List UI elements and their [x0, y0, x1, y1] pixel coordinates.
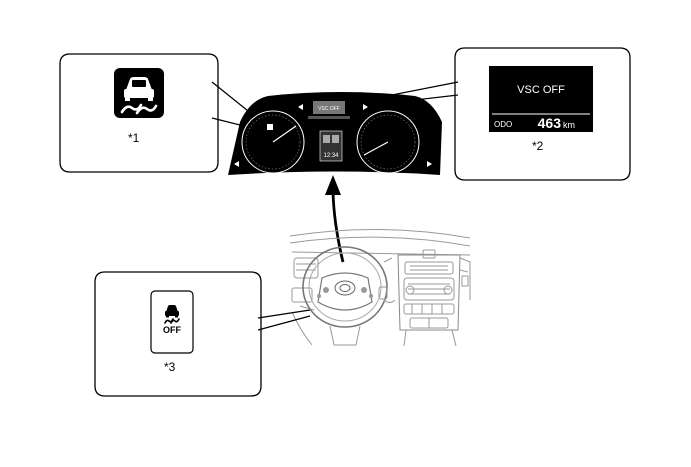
callout-3-label: *3	[164, 360, 176, 374]
callout-2-label: *2	[532, 139, 544, 153]
direction-arrow	[325, 175, 345, 263]
slip-indicator-icon	[114, 68, 164, 118]
vsc-off-switch-label: OFF	[163, 325, 181, 335]
cluster-mini-display: VSC OFF	[318, 106, 340, 112]
dashboard-drawing	[289, 229, 471, 347]
vsc-off-message: VSC OFF	[517, 84, 565, 96]
callout-1-label: *1	[128, 131, 140, 145]
slip-indicator-lamp	[267, 124, 273, 130]
left-gauge	[241, 110, 305, 174]
right-gauge	[356, 110, 420, 174]
callout-3: OFF *3	[94, 271, 311, 397]
odo-value: 463	[538, 115, 562, 131]
vsc-off-switch[interactable]: OFF	[150, 290, 194, 354]
odo-unit: km	[563, 120, 575, 130]
instrument-cluster: VSC OFF 12:34	[228, 92, 442, 175]
callout-2: VSC OFF ODO 463 km *2	[345, 47, 631, 181]
cluster-clock: 12:34	[323, 153, 339, 159]
odo-label: ODO	[494, 120, 512, 129]
multi-info-display: VSC OFF ODO 463 km	[489, 66, 593, 132]
vsc-off-switch-icon	[164, 305, 180, 324]
